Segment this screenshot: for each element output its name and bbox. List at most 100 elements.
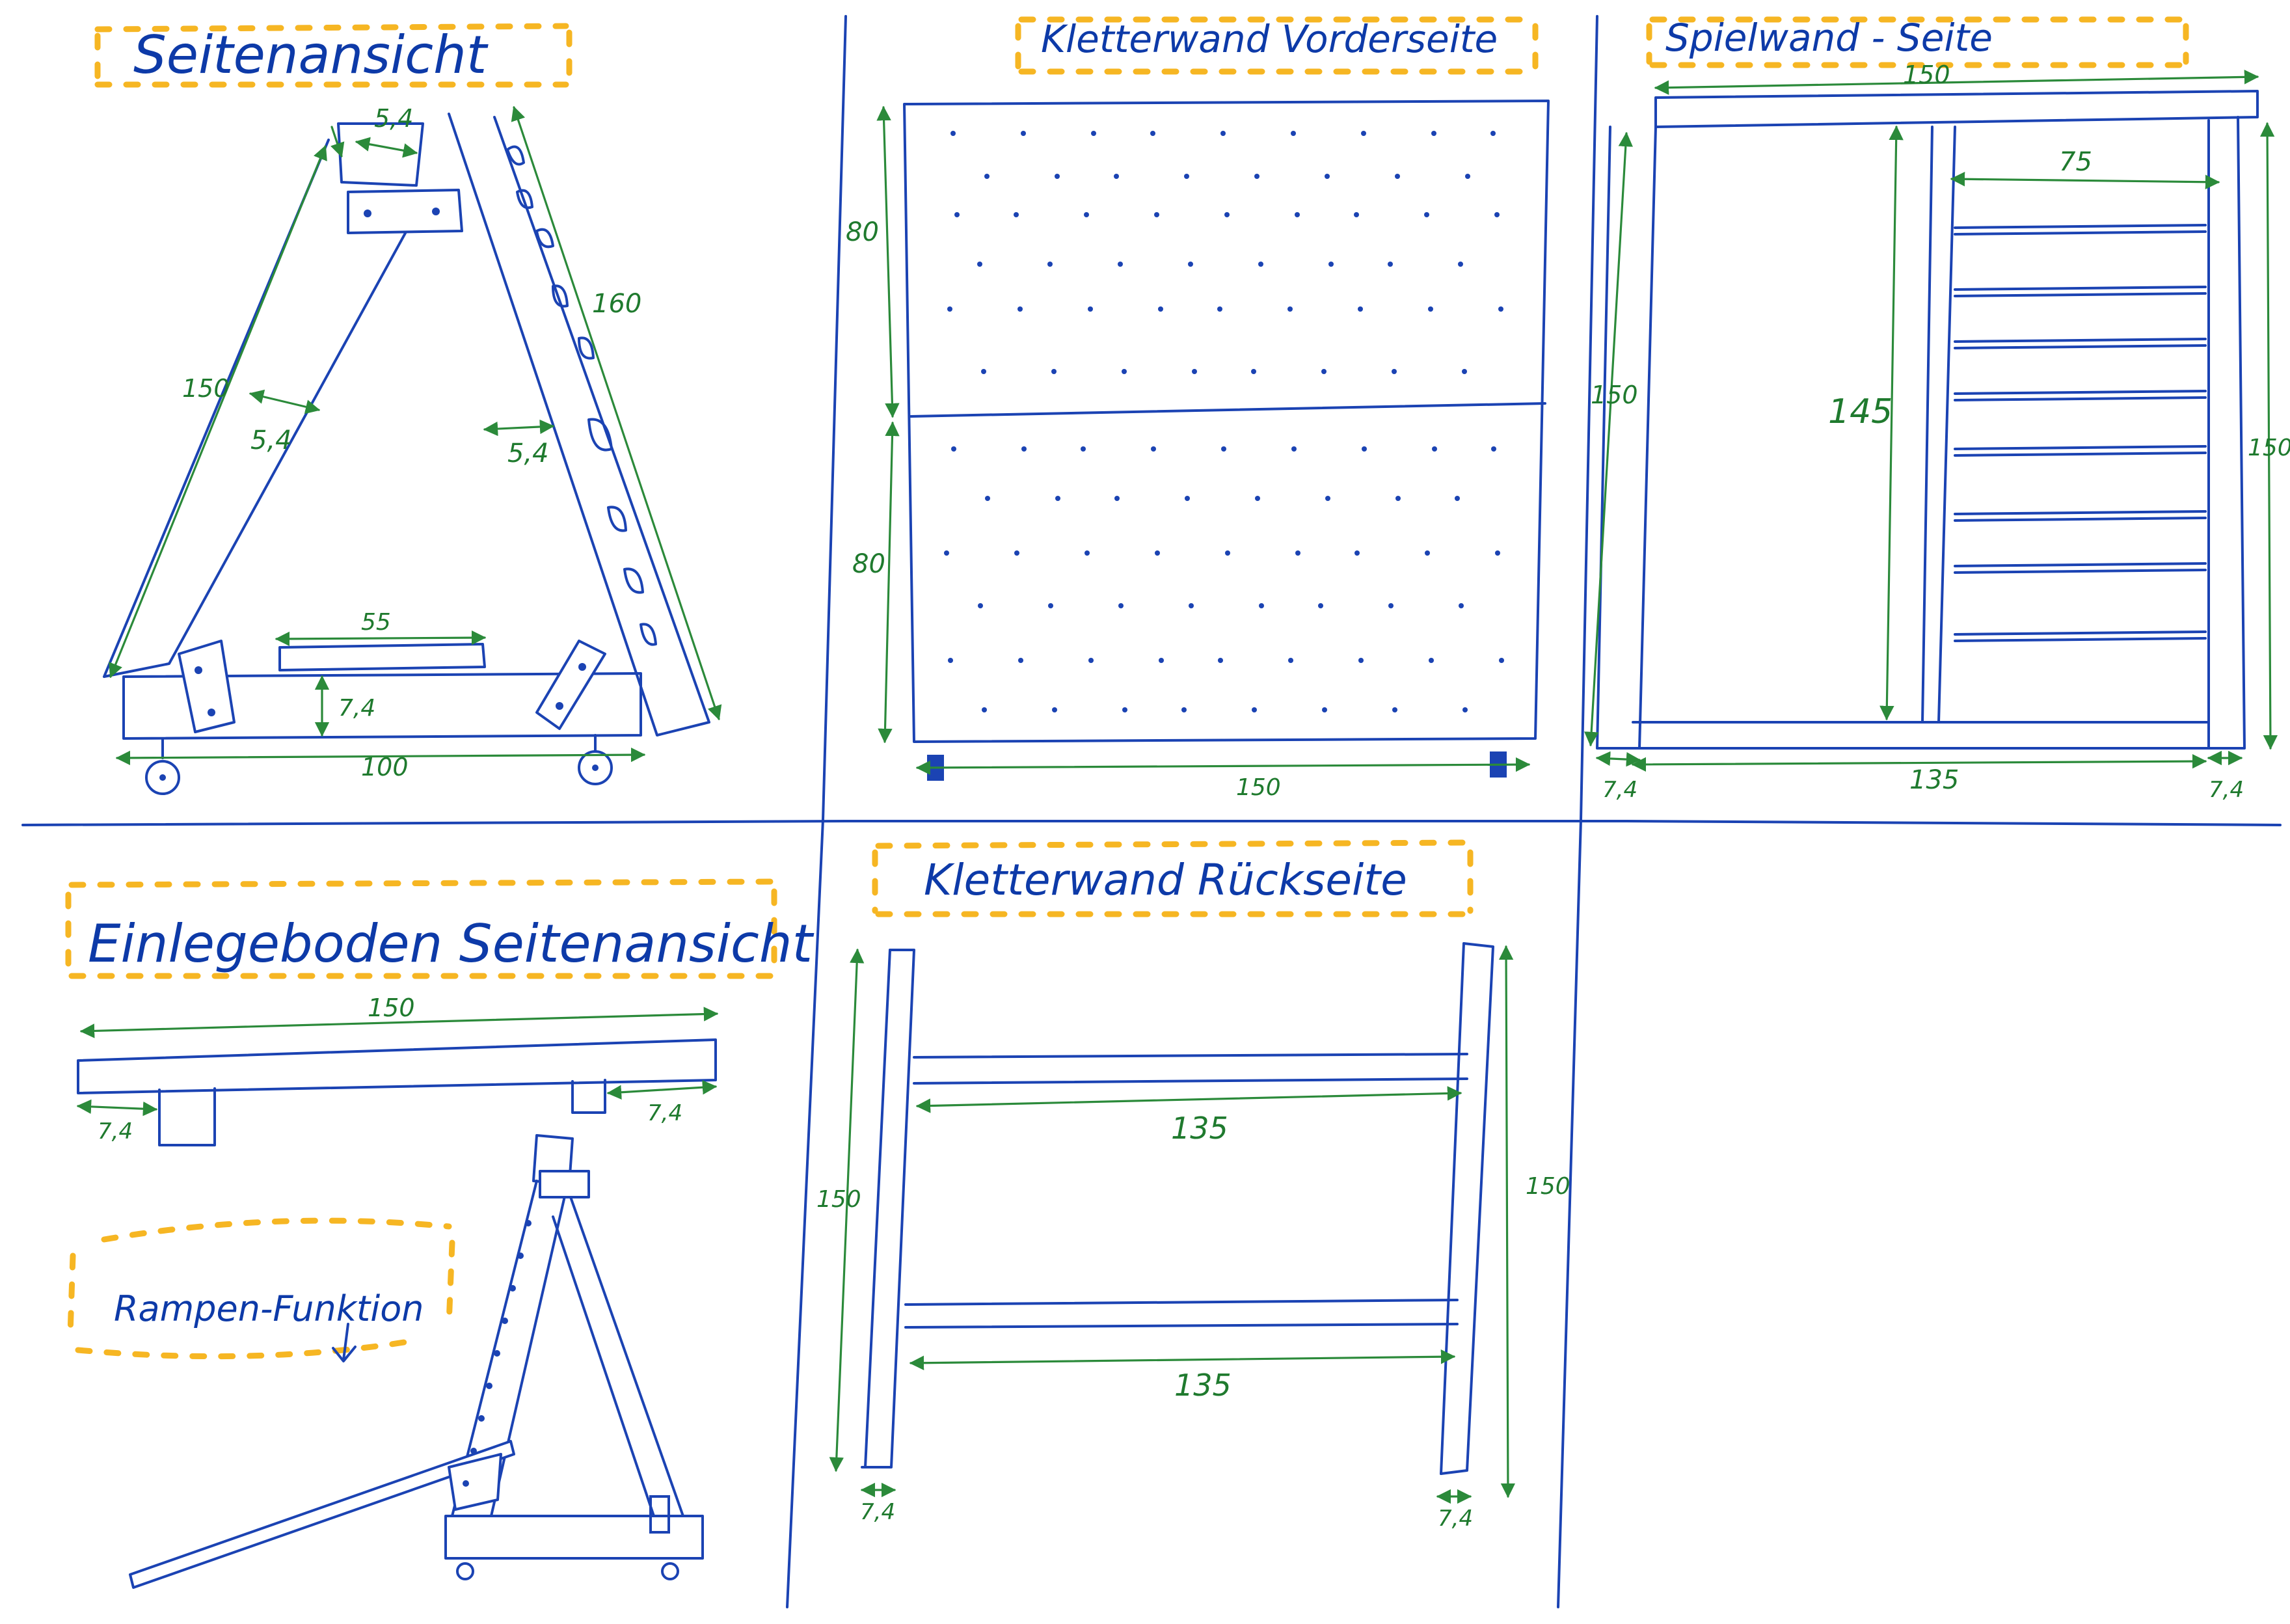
play-slat xyxy=(1954,630,2207,642)
climb-hold xyxy=(1358,306,1363,312)
climb-hold xyxy=(1221,446,1226,452)
dim-side-top: 5,4 xyxy=(374,104,413,133)
climb-hold xyxy=(1047,262,1053,267)
climb-hold xyxy=(1154,212,1159,217)
ramp-hole xyxy=(494,1350,500,1357)
dim-back-left: 150 xyxy=(816,1186,861,1213)
climb-hold xyxy=(1325,496,1330,501)
title-shelf-side: Einlegeboden Seitenansicht xyxy=(65,878,815,979)
climb-hold xyxy=(1354,212,1359,217)
dim-play-left: 150 xyxy=(1591,381,1638,409)
climb-hold xyxy=(1048,603,1053,608)
climb-hold xyxy=(1295,550,1300,556)
play-slats xyxy=(1954,224,2207,642)
play-side-dimensions: 150 75 150 150 145 135 7,4 7,4 xyxy=(1583,61,2290,803)
climb-hold xyxy=(1021,131,1026,136)
title-climb-back: Kletterwand Rückseite xyxy=(872,839,1474,917)
climb-hold xyxy=(944,550,949,556)
dim-side-rail-height: 7,4 xyxy=(338,695,375,722)
climb-hold xyxy=(1118,262,1123,267)
play-slat xyxy=(1954,286,2207,297)
title-play-side: Spielwand - Seite xyxy=(1646,16,2189,68)
climb-hold xyxy=(1287,306,1293,312)
climb-hold xyxy=(1494,212,1500,217)
climb-hold xyxy=(1114,496,1120,501)
climb-hold xyxy=(1181,707,1187,712)
climb-hold xyxy=(1392,707,1397,712)
climb-hold xyxy=(1495,550,1500,556)
title-side-view-text: Seitenansicht xyxy=(133,25,489,85)
climb-hold xyxy=(1462,707,1468,712)
play-side-drawing xyxy=(1596,90,2259,750)
climb-hold xyxy=(1055,174,1060,179)
dim-side-beam-left: 5,4 xyxy=(250,426,292,455)
ramp-hole xyxy=(525,1220,532,1226)
dim-shelf-length: 150 xyxy=(368,994,415,1022)
ramp-hole xyxy=(478,1415,485,1422)
climb-hold xyxy=(1362,446,1367,452)
climb-hold xyxy=(1395,174,1400,179)
ramp-hole xyxy=(463,1480,469,1487)
climb-hold xyxy=(1425,550,1430,556)
climb-hold xyxy=(1189,603,1194,608)
climb-hold xyxy=(1114,174,1119,179)
climb-hold xyxy=(954,212,960,217)
side-view-drawing xyxy=(103,113,710,795)
climb-hold xyxy=(1255,496,1260,501)
climb-hold xyxy=(1361,131,1366,136)
dim-front-lower: 80 xyxy=(852,549,885,579)
climb-hold xyxy=(1295,212,1300,217)
climb-hold xyxy=(1159,658,1164,663)
dim-play-corner-left: 7,4 xyxy=(1602,777,1637,803)
climb-hold xyxy=(947,306,952,312)
climb-hold xyxy=(1158,306,1163,312)
dim-front-upper: 80 xyxy=(846,217,879,247)
climb-hold xyxy=(1225,550,1230,556)
climb-hold xyxy=(1192,369,1197,374)
climb-hold xyxy=(1431,131,1436,136)
ramp-hole xyxy=(509,1285,516,1292)
title-climb-front: Kletterwand Vorderseite xyxy=(1015,16,1539,75)
climb-hold xyxy=(1088,658,1094,663)
climb-hold xyxy=(1151,446,1156,452)
shelf-side-dimensions: 150 7,4 7,4 xyxy=(76,994,719,1144)
play-slat xyxy=(1954,445,2207,457)
dim-side-hyp-left: 150 xyxy=(182,374,230,403)
title-climb-back-text: Kletterwand Rückseite xyxy=(924,855,1407,905)
climb-hold xyxy=(1051,369,1057,374)
climb-back-drawing xyxy=(861,942,1494,1475)
dim-side-base: 100 xyxy=(361,753,409,781)
climb-hold xyxy=(1021,446,1027,452)
climb-hold xyxy=(951,446,956,452)
climb-hold xyxy=(1455,496,1460,501)
dim-play-bottom: 135 xyxy=(1909,765,1959,795)
climb-hold xyxy=(1185,496,1190,501)
climb-hold xyxy=(977,262,982,267)
climb-hold xyxy=(982,707,987,712)
dim-side-hyp-right: 160 xyxy=(592,289,641,319)
climb-hold xyxy=(1017,306,1023,312)
climb-hold xyxy=(1288,658,1293,663)
play-slat xyxy=(1954,338,2207,349)
dim-back-lower-rung: 135 xyxy=(1174,1368,1232,1403)
climb-hold xyxy=(1459,603,1464,608)
climb-holds xyxy=(944,131,1504,712)
climb-hold xyxy=(1184,174,1189,179)
climb-hold xyxy=(1084,212,1089,217)
climb-hold xyxy=(1465,174,1470,179)
shelf-side-drawing xyxy=(77,1038,717,1146)
ramp-pointer-arrow xyxy=(332,1323,357,1362)
ramp-hole xyxy=(486,1383,492,1389)
climb-hold xyxy=(948,658,953,663)
climb-hold xyxy=(984,174,990,179)
climb-hold xyxy=(1458,262,1463,267)
climb-hold xyxy=(1388,603,1394,608)
panel-dividers xyxy=(21,15,2282,1608)
climb-hold xyxy=(985,496,990,501)
title-play-side-text: Spielwand - Seite xyxy=(1665,16,1993,60)
climb-hold xyxy=(1052,707,1057,712)
play-slat xyxy=(1954,562,2207,574)
climb-hold xyxy=(1462,369,1467,374)
climb-hold xyxy=(1122,369,1127,374)
dim-back-foot-right: 7,4 xyxy=(1438,1506,1473,1532)
